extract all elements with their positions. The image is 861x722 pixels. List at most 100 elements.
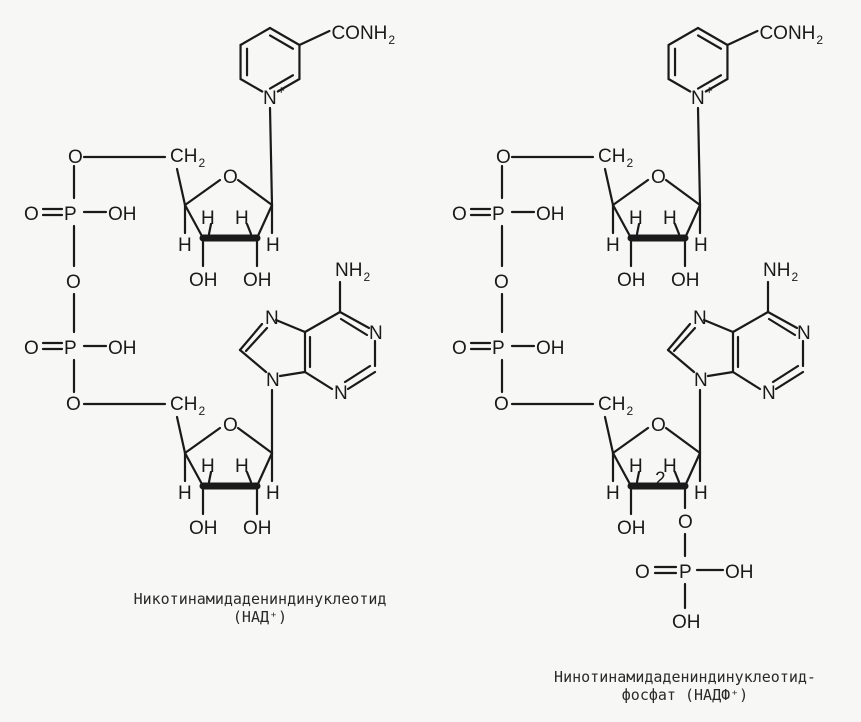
nad-caption-name: Никотинамидадениндинуклеотид: [133, 590, 387, 608]
nadp-purine-c2-n3: [774, 370, 805, 391]
nadp-o5-top: O: [496, 147, 511, 168]
nad-ribose-bottom-c3-oh: OH: [189, 518, 218, 539]
nad-ribose-bottom-c1-h: H: [266, 483, 280, 504]
nadp-p2: P: [492, 338, 505, 359]
nad-purine-c2-n3: [346, 370, 377, 391]
nad-pyridine-double-1: [268, 34, 295, 50]
nadp-c2-locant: 2: [655, 469, 666, 490]
nadp-ribose-top-c2-oh: OH: [671, 270, 700, 291]
nad-ribose-top-c5-ch2: CH: [170, 146, 197, 167]
nadp-ribose-bottom-c5-ch2: CH: [598, 394, 625, 415]
nadp-p1-oh: OH: [536, 204, 565, 225]
nad-ribose-top-ring-o-c1: [236, 178, 274, 207]
nad-caption-abbr: (НАД⁺): [232, 608, 288, 626]
nad-ribose-top-c2-h: H: [235, 208, 249, 229]
nadp-caption-name: Нинотинамидадениндинуклеотид-: [554, 668, 816, 686]
nad-pyridine-double-2: [268, 74, 295, 90]
nadp-ribose-top-c2-h-bond: [673, 222, 681, 236]
nadp-ribose-bottom-ring-c4-c3: [611, 451, 633, 488]
nad-p1: P: [64, 204, 77, 225]
nad-caption: Никотинамидадениндинуклеотид (НАД⁺): [130, 590, 390, 626]
nad-carboxamide-subscript: 2: [388, 33, 395, 47]
nad-ribose-top-c3-oh: OH: [189, 270, 218, 291]
nadp-ribose-top-ring-c1-c2: [683, 203, 702, 240]
nad-ribose-bottom-c4-c5: [175, 415, 187, 455]
nadp-ribose-top-c2-h: H: [663, 208, 677, 229]
nadp-carboxamide-subscript: 2: [816, 33, 823, 47]
nadp-ribose-bottom-c3-h-bond: [635, 470, 641, 484]
nad-purine-c8-n7-double: [244, 326, 269, 353]
nadp-purine-c5-c6: [731, 310, 770, 334]
nad-p2: P: [64, 338, 77, 359]
nad-ribose-bottom-c3-h-bond: [207, 470, 213, 484]
nad-ribose-bottom-c5-ch2: CH: [170, 394, 197, 415]
nadp-ribose-top-c5-ch2-subscript: 2: [626, 156, 633, 170]
nad-carboxamide: CONH: [331, 23, 387, 44]
nadp-caption-abbr: фосфат (НАДФ⁺): [621, 686, 749, 704]
nadp-p3: P: [679, 562, 692, 583]
nad-pyridine-n-charge: +: [278, 83, 285, 97]
nadp-ribose-top-c5-ch2: CH: [598, 146, 625, 167]
nadp-ribose-top-ring-c4-c3: [611, 203, 633, 240]
nadp-o5-bottom: O: [494, 394, 509, 415]
nadp-ribose-top-c3-oh: OH: [617, 270, 646, 291]
nadp-p3-oh2: OH: [672, 612, 701, 633]
nad-pyridine-bond-5: [276, 77, 301, 93]
nad-purine-c4-n9: [278, 370, 307, 378]
nadp-purine-c8-n7: [666, 322, 692, 352]
nad-pyridine-bond-0: [239, 77, 264, 93]
nadp-amide-bond: [726, 29, 759, 47]
nadp-purine-n9-c8: [666, 348, 696, 374]
nadp-ribose-top-ring-o-c1: [664, 178, 702, 207]
nadp-ribose-bottom-c2-h-bond: [673, 470, 681, 484]
nadp-ribose-bottom-c4-h: H: [606, 483, 620, 504]
nadp-ribose-top-ring-c4-o: [611, 178, 650, 207]
nadp-ribose-bottom-ring-o: O: [651, 415, 666, 436]
nad-purine-n3-c4: [303, 370, 334, 391]
nad-ribose-top-c2-oh: OH: [243, 270, 272, 291]
nadp-ribose-top-c3-h-bond: [635, 222, 641, 236]
nad-ribose-bottom-ring-o: O: [223, 415, 238, 436]
nadp-pyridine-bond-3: [696, 26, 729, 47]
nadp-pyridine-bond-5: [704, 77, 729, 93]
nad-ribose-top-c3-h: H: [201, 208, 215, 229]
nad-ribose-top-c5-ch2-subscript: 2: [198, 156, 205, 170]
nadp-purine-c6-n1: [766, 310, 799, 330]
nad-ribose-top-ring-c4-o: [183, 178, 222, 207]
nadp-purine-c4-n9: [706, 370, 735, 378]
nadp-p2-oh: OH: [536, 338, 565, 359]
nadp-purine-n7-c5: [702, 318, 735, 334]
nadp-purine-n7: N: [693, 308, 707, 329]
nad-pyridine-bond-3: [268, 26, 301, 47]
nad-ribose-bottom-ring-c4-o: [183, 426, 222, 455]
nadp-ribose-top-c3-h: H: [629, 208, 643, 229]
nad-ribose-top-c2-h-bond: [245, 222, 253, 236]
nad-o5-top: O: [68, 147, 83, 168]
nad-glycosidic-top: [268, 106, 274, 207]
nad-amide-bond: [298, 29, 331, 47]
nad-purine-c2-n3-double: [343, 364, 372, 384]
nadp-ribose-bottom-c3-h: H: [629, 456, 643, 477]
nad-ribose-top-c4-h: H: [178, 235, 192, 256]
nad-ribose-top-c1-h: H: [266, 235, 280, 256]
nad-p2-oxo: O: [24, 338, 39, 359]
nadp-ribose-top-ring-o: O: [651, 167, 666, 188]
nadp-pyridine-n: N: [691, 88, 705, 109]
nadp-purine-n3: N: [762, 383, 776, 404]
nad-ribose-top-ring-c4-c3: [183, 203, 205, 240]
nadp-carboxamide: CONH: [759, 23, 815, 44]
nadp-p3-oxo: O: [635, 562, 650, 583]
nad-purine-n3: N: [334, 383, 348, 404]
nadp-pyridine-double-1: [696, 34, 723, 50]
nad-ribose-bottom-c2-oh: OH: [243, 518, 272, 539]
nadp-ribose-bottom-ring-c1-c2: [683, 451, 702, 488]
nadp-p1-oxo: O: [452, 204, 467, 225]
nadp-purine-c8-n7-double: [672, 326, 697, 353]
nad-o5-bottom: O: [66, 394, 81, 415]
nad-ribose-bottom-ring-c4-c3: [183, 451, 205, 488]
nad-pyridine-n: N: [263, 88, 277, 109]
nad-ribose-top-ring-c1-c2: [255, 203, 274, 240]
nadp-pyro-o: O: [494, 272, 509, 293]
